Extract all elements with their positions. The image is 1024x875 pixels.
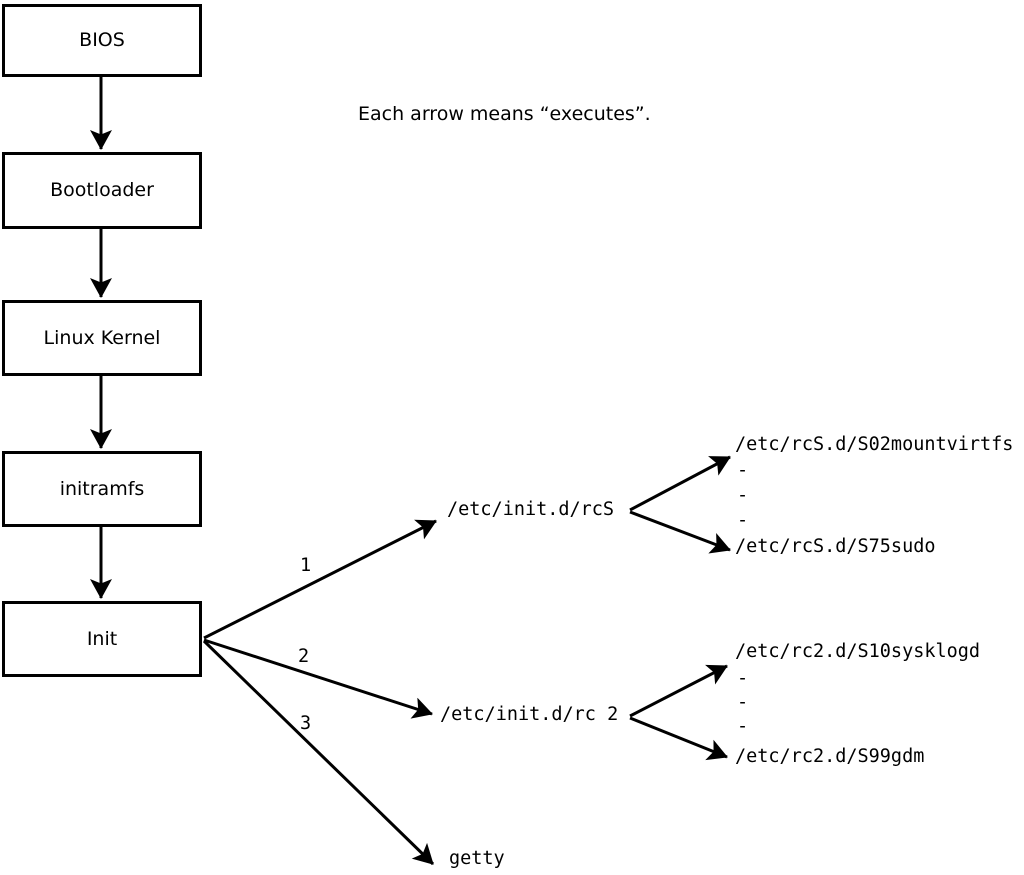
arrow-rc2-to-first-script [629,664,728,718]
box-bootloader-label: Bootloader [50,179,154,201]
box-bootloader: Bootloader [2,152,202,229]
rc2-script-first: /etc/rc2.d/S10sysklogd [735,641,981,662]
box-linux-kernel-label: Linux Kernel [43,326,161,349]
rcS-ellipsis-dash: - [737,510,749,531]
arrow-init-to-rc2 [203,638,433,719]
branch-order-label-2: 2 [298,646,310,667]
rcS-script-first: /etc/rcS.d/S02mountvirtfs [735,434,1014,455]
arrow-rcS-to-last-script [629,510,731,554]
rc2-script-last: /etc/rc2.d/S99gdm [735,746,925,767]
rc2-ellipsis-dash: - [737,716,749,737]
box-bios: BIOS [2,4,202,77]
rcS-ellipsis-dash: - [737,460,749,481]
arrow-rc2-to-last-script [629,716,728,761]
rc2-ellipsis-dash: - [737,668,749,689]
rcS-ellipsis-dash: - [737,485,749,506]
arrow-rcS-to-first-script [629,455,731,512]
rc2-ellipsis-dash: - [737,692,749,713]
box-initramfs-label: initramfs [59,477,145,500]
box-init-label: Init [86,627,118,650]
box-linux-kernel: Linux Kernel [2,300,202,376]
rcS-script-last: /etc/rcS.d/S75sudo [735,536,936,557]
box-initramfs: initramfs [2,451,202,527]
node-getty: getty [449,848,505,869]
arrow-init-to-getty [202,639,435,866]
node-etc-init-d-rcS: /etc/init.d/rcS [447,499,615,520]
branch-order-label-1: 1 [300,555,312,576]
branch-order-label-3: 3 [300,713,312,734]
box-bios-label: BIOS [79,29,125,51]
node-etc-init-d-rc2: /etc/init.d/rc 2 [440,704,619,725]
arrow-init-to-rcS [203,519,437,640]
legend-note: Each arrow means “executes”. [358,103,651,125]
box-init: Init [2,601,202,677]
